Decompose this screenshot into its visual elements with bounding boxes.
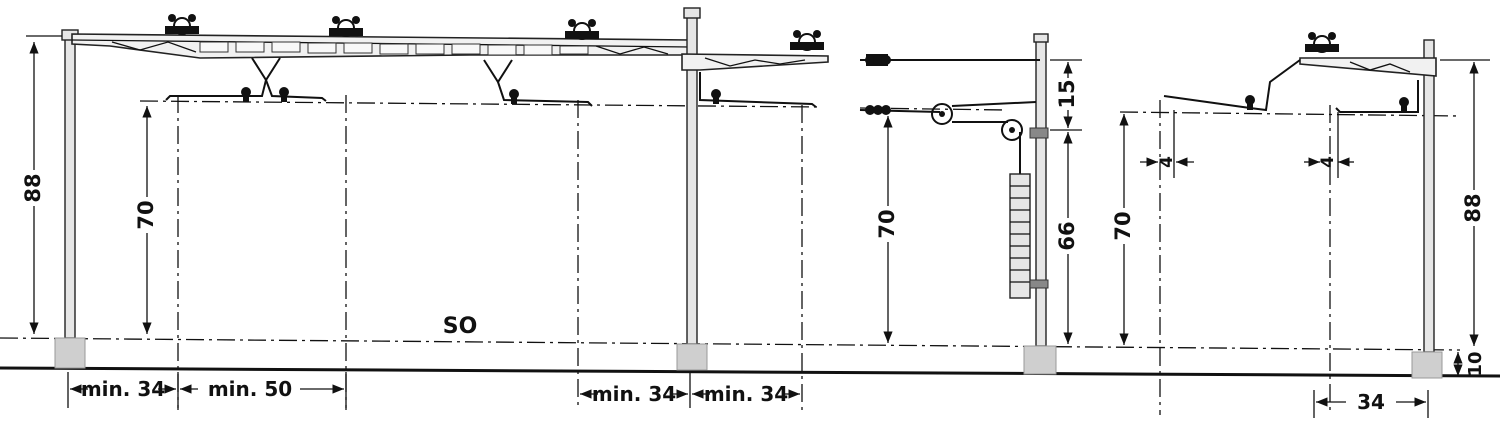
dim-70-mid-bg (876, 206, 900, 242)
dim-min50-label: min. 50 (208, 377, 292, 401)
beam-insulator-2-icon (329, 16, 363, 37)
tension-mast (1023, 33, 1057, 375)
dim-15-bg (1056, 78, 1080, 110)
dim-66-label: 66 (1055, 221, 1079, 250)
contact-wire-4 (1163, 59, 1419, 113)
beam-insulator-3-icon (565, 19, 599, 40)
mast-2 (676, 7, 829, 371)
anchor-wire-upper (860, 54, 1040, 66)
dim-70-left-bg (135, 197, 159, 233)
anchor-wire-lower (859, 101, 1049, 176)
rail-level-label: SO (443, 314, 478, 339)
mast-right (1299, 39, 1443, 379)
contact-wire-line-right (1119, 111, 1461, 117)
dim-70-left-label: 70 (134, 200, 158, 229)
mast-2-insulator-icon (790, 30, 824, 51)
mast-right-insulator-icon (1305, 32, 1339, 53)
dim-4a-label: 4 (1157, 156, 1177, 168)
dim-66-bg (1056, 218, 1080, 254)
contact-wire-2 (483, 59, 593, 107)
counterweight-stack (1009, 173, 1049, 299)
dim-88-left-bg (22, 170, 46, 206)
dim-4b-label: 4 (1318, 156, 1338, 168)
dim-88-right-label: 88 (1461, 193, 1485, 222)
dim-15-label: 15 (1055, 79, 1079, 108)
contact-wire-3 (699, 72, 817, 108)
dim-70-right-bg (1112, 208, 1136, 244)
dim-10-label: 10 (1465, 351, 1486, 376)
dim-70-right-label: 70 (1111, 211, 1135, 240)
contact-wire-1 (165, 57, 327, 102)
dim-70-mid-label: 70 (875, 209, 899, 238)
mast-left (54, 29, 86, 369)
dim-min34a-label: min. 34 (81, 377, 165, 401)
portal-beam (71, 33, 691, 59)
dim-88-left-label: 88 (21, 173, 45, 202)
dim-min34c-label: min. 34 (704, 382, 788, 406)
beam-insulator-1-icon (165, 14, 199, 35)
contact-wire-line-left (139, 100, 821, 108)
ground-line (0, 366, 1500, 378)
dim-88-right-bg (1462, 190, 1486, 226)
rail-level-line (0, 337, 1461, 351)
dim-34-label: 34 (1357, 390, 1385, 414)
dim-min34b-label: min. 34 (592, 382, 676, 406)
